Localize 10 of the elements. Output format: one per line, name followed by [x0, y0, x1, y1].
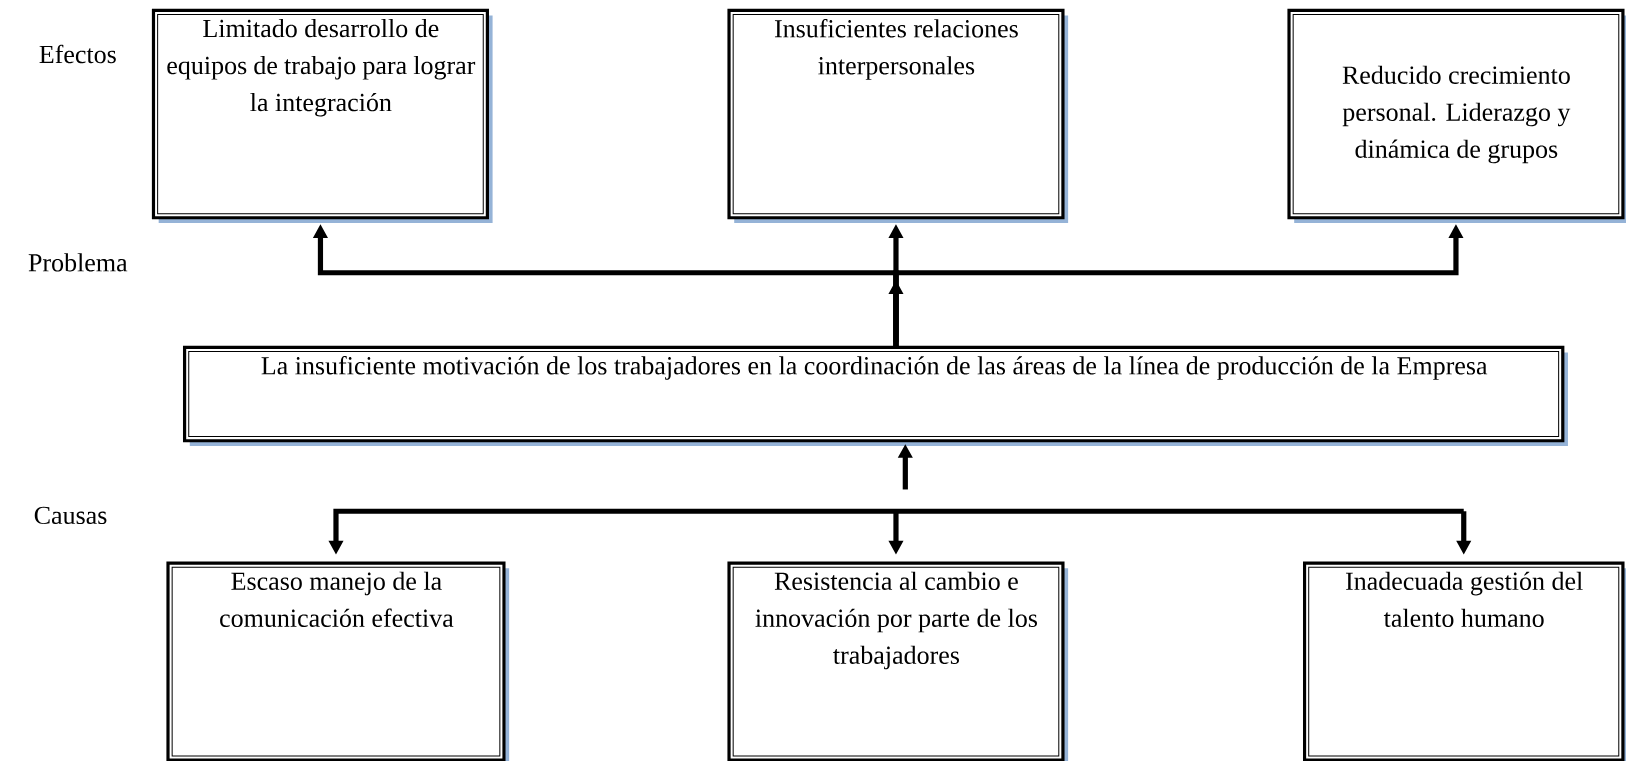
row-label: Causas — [34, 506, 107, 525]
text-box: Limitado desarrollo de equipos de trabajo para lograr la integración — [151, 8, 493, 223]
text-box: Reducido crecimiento personal. Liderazgo y dinámica de grupos — [1287, 8, 1626, 223]
text-box: Inadecuada gestión del talento humano — [1302, 561, 1626, 761]
text-box: Insuficientes relaciones interpersonales — [727, 8, 1069, 223]
row-label: Problema — [28, 253, 128, 272]
text-box: Resistencia al cambio e innovación por parte de los trabajadores — [727, 561, 1069, 761]
text-box: La insuficiente motivación de los trabajadores en la coordinación de las áreas de la línea de producción de la Empresa — [183, 345, 1568, 446]
text-box: Escaso manejo de la comunicación efectiva — [166, 561, 510, 761]
row-label: Efectos — [39, 44, 116, 64]
